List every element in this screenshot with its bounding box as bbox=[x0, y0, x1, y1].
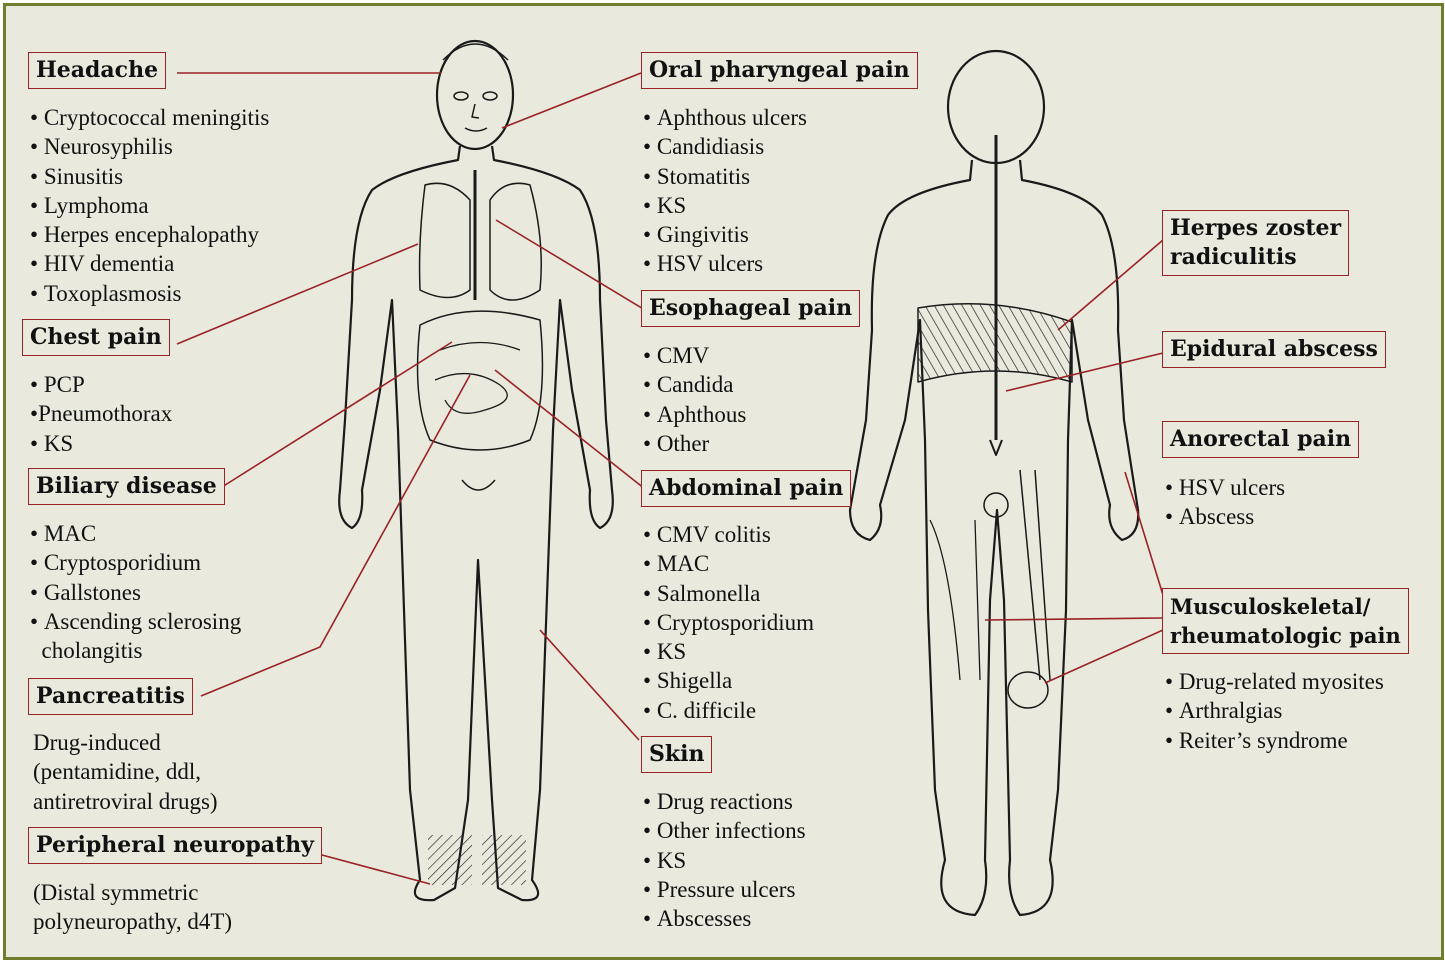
list-item: Neurosyphilis bbox=[30, 132, 269, 161]
headache-list: Cryptococcal meningitis Neurosyphilis Si… bbox=[30, 103, 269, 308]
anorectal-pain-list: HSV ulcers Abscess bbox=[1165, 473, 1285, 532]
list-item: Toxoplasmosis bbox=[30, 279, 269, 308]
list-item: HIV dementia bbox=[30, 249, 269, 278]
pancreatitis-note: Drug-induced (pentamidine, ddl, antiretr… bbox=[33, 728, 218, 816]
label-peripheral-neuropathy: Peripheral neuropathy bbox=[28, 827, 322, 864]
list-item: MAC bbox=[643, 549, 814, 578]
list-item: Lymphoma bbox=[30, 191, 269, 220]
label-chest-pain: Chest pain bbox=[22, 319, 170, 356]
diagram-frame: Headache Cryptococcal meningitis Neurosy… bbox=[3, 3, 1444, 960]
list-item: Ascending sclerosing bbox=[30, 607, 241, 636]
list-item: Drug-related myosites bbox=[1165, 667, 1384, 696]
label-line: Herpes zoster bbox=[1170, 214, 1341, 243]
list-item: Stomatitis bbox=[643, 162, 807, 191]
list-item: Herpes encephalopathy bbox=[30, 220, 269, 249]
list-item: Gallstones bbox=[30, 578, 241, 607]
musculoskeletal-list: Drug-related myosites Arthralgias Reiter… bbox=[1165, 667, 1384, 755]
label-epidural-abscess: Epidural abscess bbox=[1162, 331, 1386, 368]
label-pancreatitis: Pancreatitis bbox=[28, 678, 193, 715]
list-item: Sinusitis bbox=[30, 162, 269, 191]
list-item: Other bbox=[643, 429, 746, 458]
note-line: Drug-induced bbox=[33, 728, 218, 757]
abdominal-pain-list: CMV colitis MAC Salmonella Cryptosporidi… bbox=[643, 520, 814, 725]
label-line: Musculoskeletal/ bbox=[1170, 592, 1401, 621]
label-esophageal-pain: Esophageal pain bbox=[641, 290, 860, 327]
label-abdominal-pain: Abdominal pain bbox=[641, 470, 851, 507]
list-item: KS bbox=[30, 429, 172, 458]
list-item: HSV ulcers bbox=[1165, 473, 1285, 502]
label-skin: Skin bbox=[641, 736, 712, 773]
label-line: rheumatologic pain bbox=[1170, 621, 1401, 650]
list-item: Salmonella bbox=[643, 579, 814, 608]
list-item: CMV bbox=[643, 341, 746, 370]
list-item: Aphthous ulcers bbox=[643, 103, 807, 132]
label-headache: Headache bbox=[28, 52, 166, 89]
peripheral-neuropathy-note: (Distal symmetric polyneuropathy, d4T) bbox=[33, 878, 232, 937]
list-item: Other infections bbox=[643, 816, 806, 845]
list-item: Reiter’s syndrome bbox=[1165, 726, 1384, 755]
list-item: Cryptococcal meningitis bbox=[30, 103, 269, 132]
list-item: Cryptosporidium bbox=[643, 608, 814, 637]
list-item: Pressure ulcers bbox=[643, 875, 806, 904]
list-item: Drug reactions bbox=[643, 787, 806, 816]
list-item: Aphthous bbox=[643, 400, 746, 429]
human-body-front-icon bbox=[339, 41, 613, 900]
list-item: Candida bbox=[643, 370, 746, 399]
list-item: PCP bbox=[30, 370, 172, 399]
label-oral-pharyngeal-pain: Oral pharyngeal pain bbox=[641, 52, 918, 89]
list-item: KS bbox=[643, 191, 807, 220]
note-line: polyneuropathy, d4T) bbox=[33, 907, 232, 936]
label-herpes-zoster-radiculitis: Herpes zoster radiculitis bbox=[1162, 210, 1349, 276]
list-item: Arthralgias bbox=[1165, 696, 1384, 725]
label-musculoskeletal-rheumatologic-pain: Musculoskeletal/ rheumatologic pain bbox=[1162, 588, 1409, 654]
esophageal-pain-list: CMV Candida Aphthous Other bbox=[643, 341, 746, 458]
oral-pharyngeal-pain-list: Aphthous ulcers Candidiasis Stomatitis K… bbox=[643, 103, 807, 279]
chest-pain-list: PCP Pneumothorax KS bbox=[30, 370, 172, 458]
list-item: Gingivitis bbox=[643, 220, 807, 249]
label-anorectal-pain: Anorectal pain bbox=[1162, 421, 1359, 458]
list-item: CMV colitis bbox=[643, 520, 814, 549]
list-item: cholangitis bbox=[30, 636, 241, 665]
list-item: Cryptosporidium bbox=[30, 548, 241, 577]
skin-list: Drug reactions Other infections KS Press… bbox=[643, 787, 806, 933]
note-line: (pentamidine, ddl, bbox=[33, 757, 218, 786]
list-item: Candidiasis bbox=[643, 132, 807, 161]
biliary-disease-list: MAC Cryptosporidium Gallstones Ascending… bbox=[30, 519, 241, 665]
list-item: Abscesses bbox=[643, 904, 806, 933]
list-item: C. difficile bbox=[643, 696, 814, 725]
label-line: radiculitis bbox=[1170, 243, 1341, 272]
list-item: MAC bbox=[30, 519, 241, 548]
label-biliary-disease: Biliary disease bbox=[28, 468, 225, 505]
note-line: antiretroviral drugs) bbox=[33, 787, 218, 816]
list-item: Abscess bbox=[1165, 502, 1285, 531]
list-item: KS bbox=[643, 846, 806, 875]
human-body-back-icon bbox=[850, 51, 1138, 915]
note-line: (Distal symmetric bbox=[33, 878, 232, 907]
list-item: Pneumothorax bbox=[30, 399, 172, 428]
list-item: KS bbox=[643, 637, 814, 666]
list-item: Shigella bbox=[643, 666, 814, 695]
list-item: HSV ulcers bbox=[643, 249, 807, 278]
